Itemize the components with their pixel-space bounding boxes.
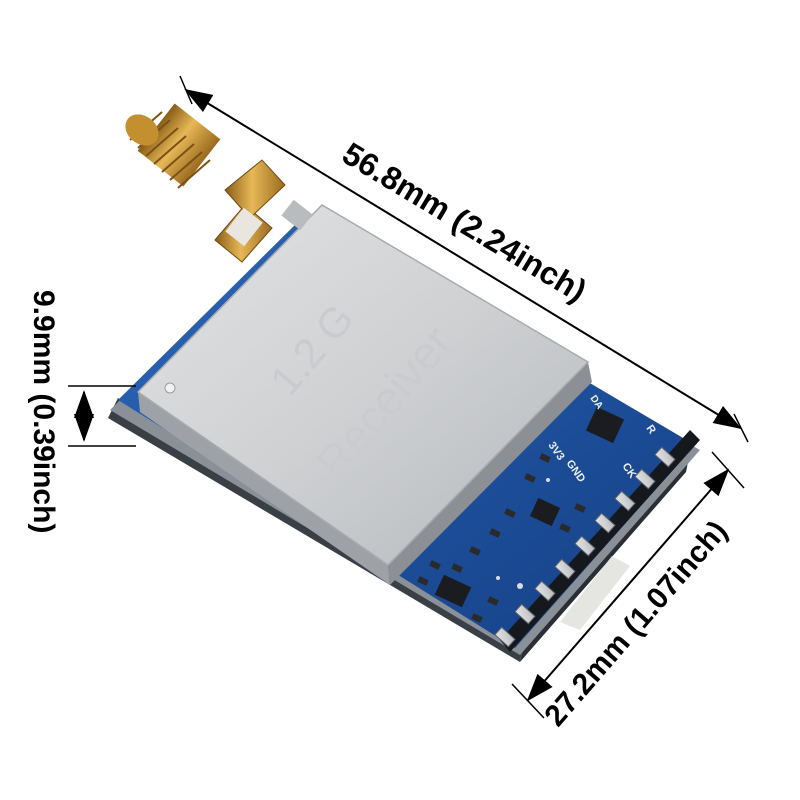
height-label: 9.9mm (0.39inch)	[27, 290, 60, 533]
smd-chip-icon	[434, 574, 472, 608]
shield-side	[138, 392, 390, 585]
dimension-height: 9.9mm (0.39inch)	[27, 290, 136, 533]
shield-hole	[164, 382, 176, 394]
